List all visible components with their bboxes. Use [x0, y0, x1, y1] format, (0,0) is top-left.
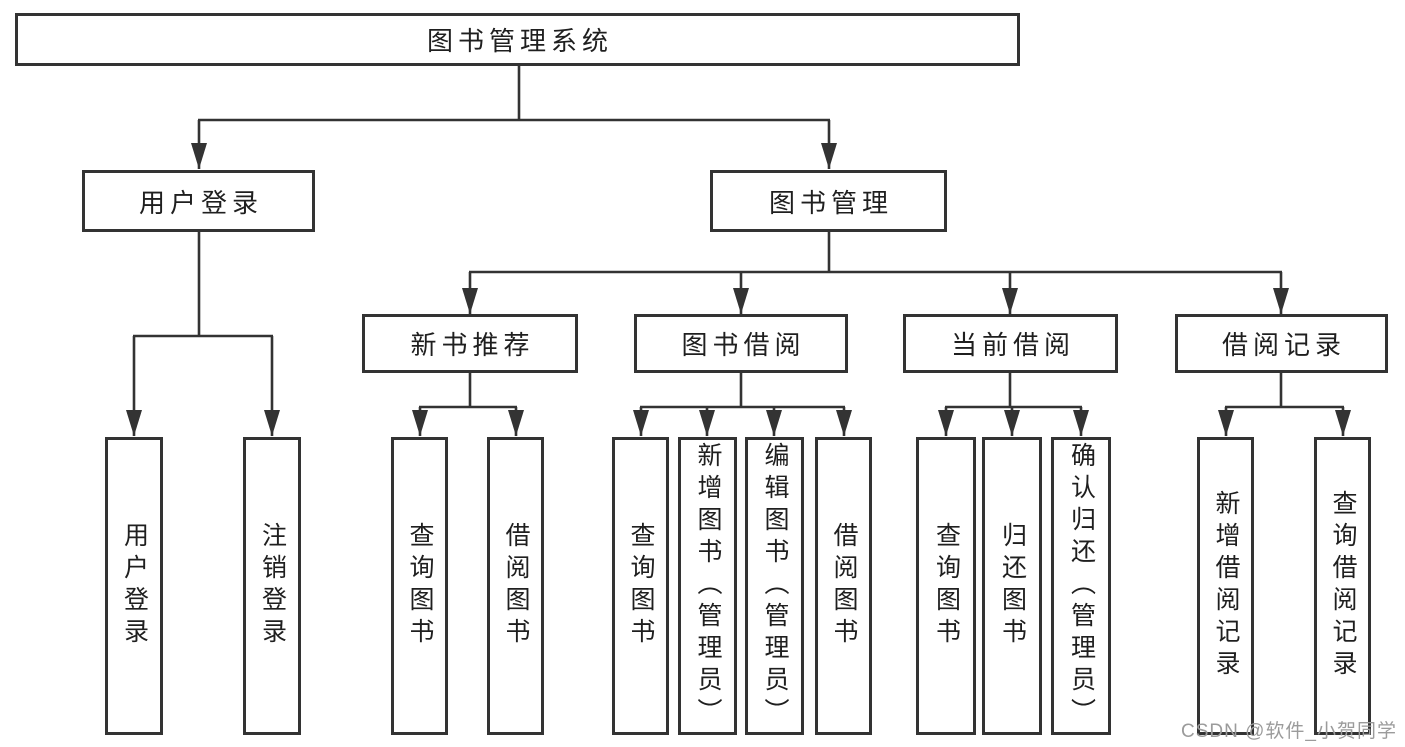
leaf-add-book-admin: 新增图书（管理员） [678, 437, 737, 735]
leaf-query-books-borrowing: 查询图书 [612, 437, 669, 735]
leaf-label: 注销登录 [258, 522, 287, 650]
node-user-login: 用户登录 [82, 170, 315, 232]
leaf-label: 确认归还（管理员） [1067, 442, 1096, 730]
leaf-return-books: 归还图书 [982, 437, 1042, 735]
leaf-confirm-return-admin: 确认归还（管理员） [1051, 437, 1111, 735]
leaf-label: 编辑图书（管理员） [761, 442, 789, 730]
node-label: 图书管理系统 [426, 26, 613, 56]
leaf-label: 归还图书 [998, 522, 1027, 650]
leaf-query-books-current: 查询图书 [916, 437, 976, 735]
leaf-query-borrow-record: 查询借阅记录 [1314, 437, 1371, 735]
leaf-label: 查询图书 [406, 522, 434, 650]
leaf-label: 查询图书 [627, 522, 655, 650]
leaf-label: 查询借阅记录 [1329, 490, 1357, 682]
node-label: 新书推荐 [410, 330, 535, 360]
leaf-borrow-books-borrowing: 借阅图书 [815, 437, 872, 735]
leaf-label: 查询图书 [932, 522, 961, 650]
node-book-management: 图书管理 [710, 170, 947, 232]
leaf-user-login: 用户登录 [105, 437, 163, 735]
leaf-label: 借阅图书 [502, 522, 530, 650]
node-label: 借阅记录 [1221, 330, 1346, 360]
node-label: 当前借阅 [950, 330, 1075, 360]
leaf-label: 用户登录 [120, 522, 149, 650]
leaf-label: 新增图书（管理员） [694, 442, 722, 730]
node-label: 图书借阅 [681, 330, 806, 360]
node-borrowing-records: 借阅记录 [1175, 314, 1388, 373]
leaf-borrow-books-recommend: 借阅图书 [487, 437, 544, 735]
node-label: 用户登录 [138, 187, 263, 218]
leaf-label: 新增借阅记录 [1212, 490, 1240, 682]
node-library-management-system: 图书管理系统 [15, 13, 1020, 66]
watermark: CSDN @软件_小贺同学 [1181, 721, 1397, 742]
leaf-label: 借阅图书 [830, 522, 858, 650]
node-new-book-recommendation: 新书推荐 [362, 314, 578, 373]
leaf-add-borrow-record: 新增借阅记录 [1197, 437, 1254, 735]
node-label: 图书管理 [768, 187, 893, 218]
leaf-edit-book-admin: 编辑图书（管理员） [745, 437, 804, 735]
node-book-borrowing: 图书借阅 [634, 314, 848, 373]
leaf-query-books-recommend: 查询图书 [391, 437, 448, 735]
node-current-borrowing: 当前借阅 [903, 314, 1118, 373]
leaf-logout: 注销登录 [243, 437, 301, 735]
